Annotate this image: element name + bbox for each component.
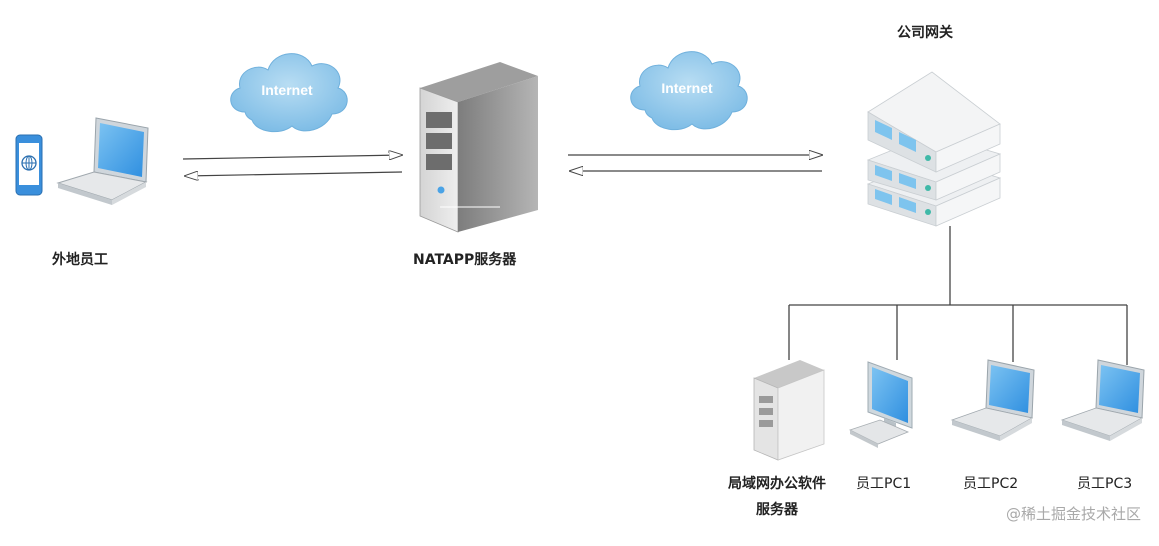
natapp-server-label: NATAPP服务器 xyxy=(413,252,517,268)
company-gateway-label: 公司网关 xyxy=(897,25,953,41)
internet-cloud-left: Internet xyxy=(230,53,348,133)
arrows-right xyxy=(568,155,822,171)
internet-cloud-right: Internet xyxy=(630,51,748,131)
pc1-desktop-icon xyxy=(848,361,913,448)
pc1-label: 员工PC1 xyxy=(856,476,912,492)
office-server-label: 局域网办公软件 服务器 xyxy=(722,473,832,519)
remote-employee-label: 外地员工 xyxy=(52,252,108,268)
pc3-laptop-icon xyxy=(1060,359,1145,441)
lan-connection-lines xyxy=(788,226,1128,365)
pc2-label: 员工PC2 xyxy=(963,476,1019,492)
pc2-laptop-icon xyxy=(950,359,1035,441)
office-software-server-icon xyxy=(753,360,825,461)
pc3-label: 员工PC3 xyxy=(1077,476,1133,492)
company-gateway-icon xyxy=(866,71,1002,227)
watermark: @稀土掘金技术社区 xyxy=(1005,505,1141,523)
cloud-left-label: Internet xyxy=(261,82,313,98)
natapp-server-icon xyxy=(419,62,538,233)
smartphone-icon xyxy=(15,134,43,196)
office-server-label-line1: 局域网办公软件 xyxy=(728,476,826,492)
office-server-label-line2: 服务器 xyxy=(756,502,798,518)
remote-laptop-icon xyxy=(56,117,149,205)
arrows-left xyxy=(182,155,402,176)
cloud-right-label: Internet xyxy=(661,80,713,96)
